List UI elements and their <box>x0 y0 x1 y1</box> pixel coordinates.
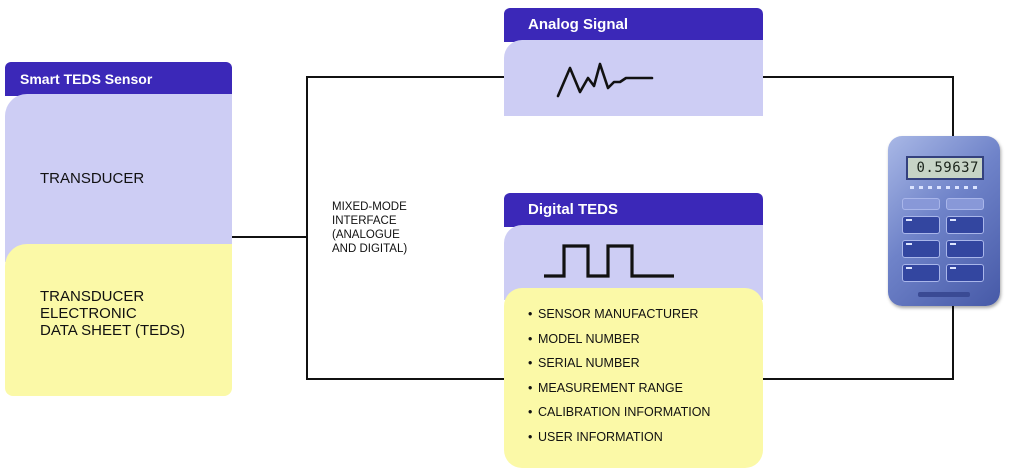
list-item: •MEASUREMENT RANGE <box>528 380 683 395</box>
teds-item-label: CALIBRATION INFORMATION <box>538 405 711 419</box>
interface-line-3: (ANALOGUE <box>332 229 400 241</box>
digital-header: Digital TEDS <box>504 193 763 227</box>
meter-button <box>902 240 940 258</box>
meter-button <box>946 198 984 210</box>
meter-indicator-row <box>910 186 980 189</box>
list-item: •USER INFORMATION <box>528 429 663 444</box>
meter-display: 0.59637 <box>906 156 984 180</box>
wire-to-digital <box>306 378 504 380</box>
analog-waveform-icon <box>556 62 654 98</box>
meter-button <box>902 216 940 234</box>
teds-item-label: SENSOR MANUFACTURER <box>538 307 699 321</box>
sensor-title: Smart TEDS Sensor <box>20 71 153 87</box>
teds-item-label: MEASUREMENT RANGE <box>538 380 683 395</box>
wire-analog-to-device <box>762 76 954 78</box>
list-item: •SENSOR MANUFACTURER <box>528 307 699 321</box>
meter-button <box>946 216 984 234</box>
square-wave-icon <box>544 244 674 278</box>
wire-sensor-to-junction <box>232 236 308 238</box>
teds-panel <box>5 244 232 396</box>
interface-line-4: AND DIGITAL) <box>332 243 408 255</box>
wire-device-bottom-rise <box>952 304 954 380</box>
handheld-meter-icon: 0.59637 <box>888 136 1000 306</box>
meter-button <box>946 264 984 282</box>
meter-button <box>902 198 940 210</box>
interface-line-2: INTERFACE <box>332 215 397 227</box>
teds-line-3: DATA SHEET (TEDS) <box>40 322 186 339</box>
meter-button <box>902 264 940 282</box>
teds-item-label: USER INFORMATION <box>538 429 663 444</box>
list-item: •SERIAL NUMBER <box>528 356 640 370</box>
wire-digital-to-device <box>762 378 954 380</box>
teds-item-label: MODEL NUMBER <box>538 331 640 346</box>
transducer-panel <box>5 94 232 262</box>
teds-line-2: ELECTRONIC <box>40 305 137 322</box>
teds-item-label: SERIAL NUMBER <box>538 356 640 370</box>
wire-device-top-drop <box>952 76 954 138</box>
interface-line-1: MIXED-MODE <box>332 201 407 213</box>
teds-label: TRANSDUCER ELECTRONIC DATA SHEET (TEDS) <box>40 288 185 339</box>
list-item: •MODEL NUMBER <box>528 331 640 346</box>
analog-title: Analog Signal <box>528 16 629 33</box>
analog-header: Analog Signal <box>504 8 763 42</box>
meter-button <box>946 240 984 258</box>
meter-bottom-strip <box>918 292 970 297</box>
wire-junction-vertical <box>306 76 308 380</box>
teds-line-1: TRANSDUCER <box>40 288 145 305</box>
teds-info-list: •SENSOR MANUFACTURER •MODEL NUMBER •SERI… <box>528 302 710 449</box>
interface-label: MIXED-MODE INTERFACE (ANALOGUE AND DIGIT… <box>332 200 407 256</box>
digital-title: Digital TEDS <box>528 201 619 218</box>
transducer-label: TRANSDUCER <box>40 170 145 187</box>
list-item: •CALIBRATION INFORMATION <box>528 405 711 419</box>
teds-info-panel: •SENSOR MANUFACTURER •MODEL NUMBER •SERI… <box>504 288 763 468</box>
wire-to-analog <box>306 76 504 78</box>
sensor-header: Smart TEDS Sensor <box>5 62 232 96</box>
